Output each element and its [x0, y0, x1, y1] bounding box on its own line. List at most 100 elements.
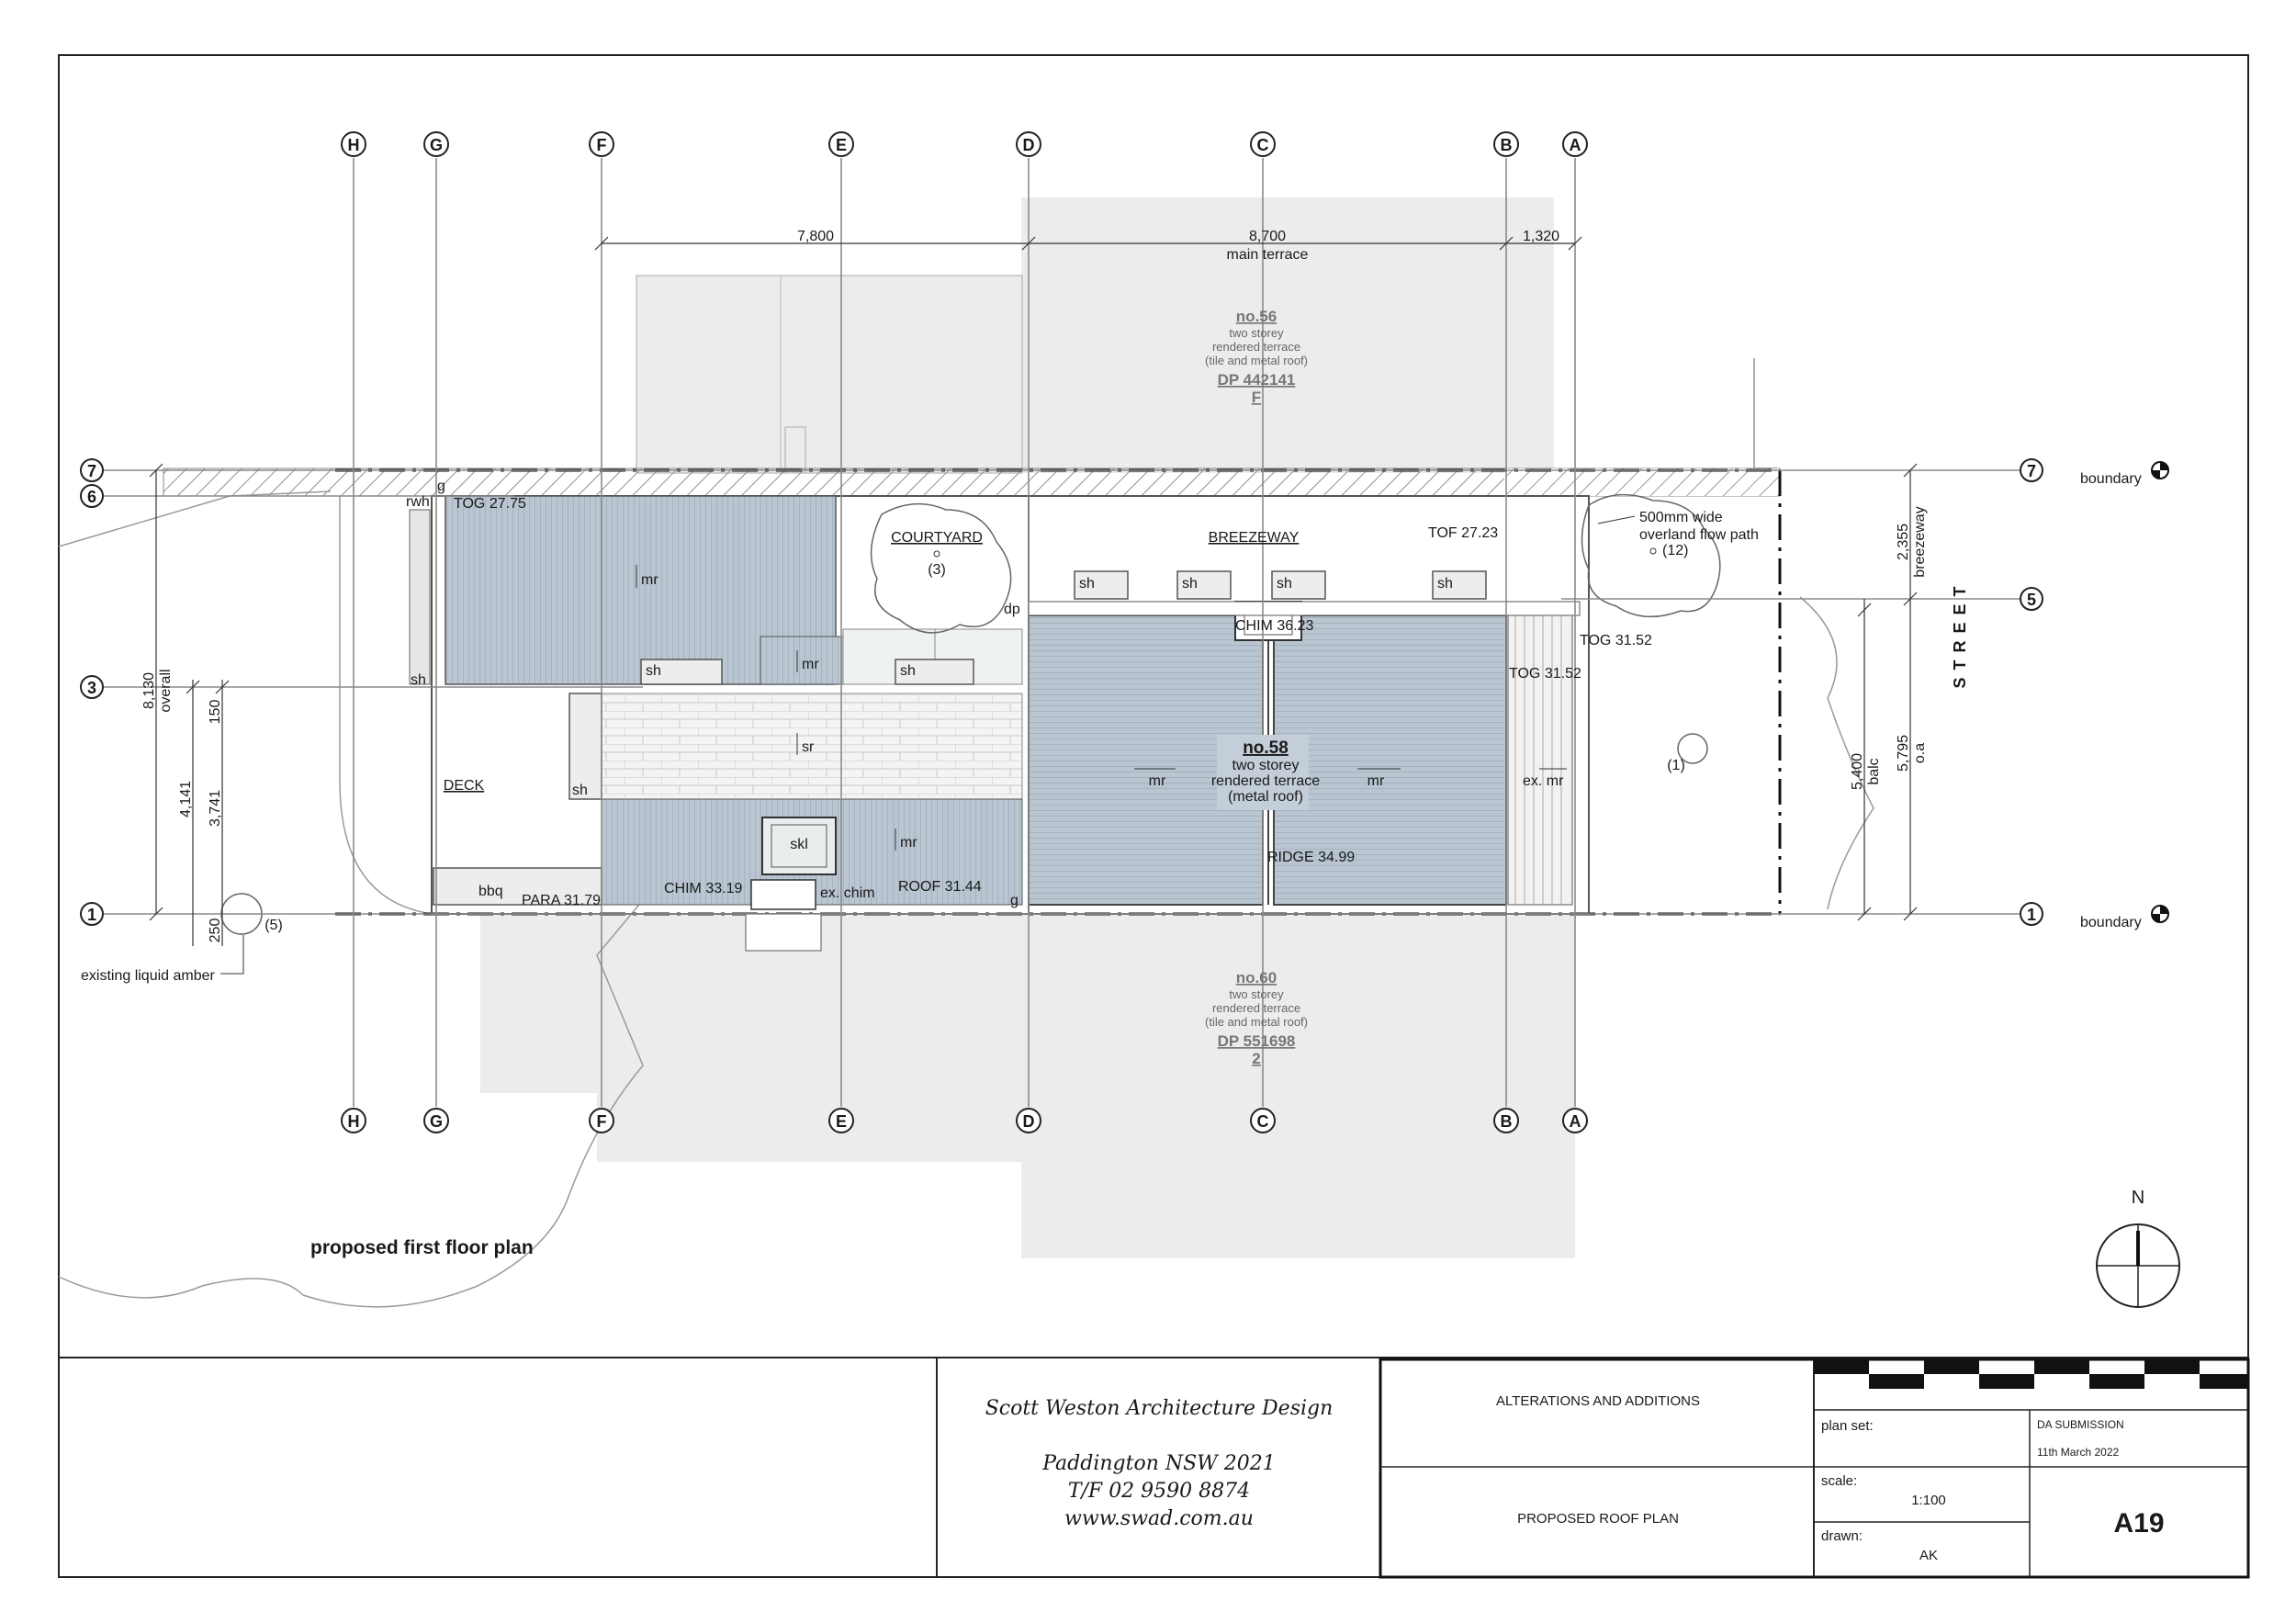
firm-address: Paddington NSW 2021: [1041, 1452, 1276, 1475]
label-street: STREET: [1951, 579, 1969, 688]
tag-sh-2: sh: [646, 663, 661, 679]
rwh-tank: [409, 509, 431, 685]
skylight: [761, 817, 837, 875]
svg-text:C: C: [1257, 1112, 1269, 1131]
grid-bubble-D-bottom: D: [1016, 1108, 1041, 1133]
level-chim-36-23: CHIM 36.23: [1235, 618, 1313, 634]
svg-text:F: F: [597, 136, 607, 154]
dim-right-1: 2,355: [1896, 524, 1911, 560]
balcony-ex-mr: [1507, 613, 1573, 906]
dimension-right: [1857, 463, 1918, 921]
neighbour-north-lot: F: [1252, 389, 1261, 406]
label-breezeway: BREEZEWAY: [1209, 530, 1300, 546]
dim-top-2-note: main terrace: [1227, 247, 1309, 263]
svg-text:H: H: [348, 136, 360, 154]
dim-left-overall-note: overall: [158, 669, 174, 712]
small-roof-block: [760, 636, 844, 685]
svg-text:3: 3: [87, 679, 96, 697]
grid-bubble-H-bottom: H: [341, 1108, 366, 1133]
label-overland-2: overland flow path: [1639, 527, 1759, 543]
dimension-left: [149, 463, 230, 946]
tag-sh-5: sh: [1182, 576, 1198, 592]
neighbour-north-desc-2: rendered terrace: [1212, 340, 1300, 354]
subject-desc-3: (metal roof): [1228, 789, 1303, 805]
tag-g-top: g: [437, 479, 445, 494]
dim-left-3: 150: [208, 700, 223, 725]
boundary-marker-bottom: boundary: [2080, 905, 2169, 930]
dim-top-1: 7,800: [797, 229, 834, 244]
plan-set-value: DA SUBMISSION: [2037, 1418, 2124, 1431]
tag-ex-mr: ex. mr: [1523, 773, 1564, 789]
dim-right-3-note: o.a: [1912, 743, 1928, 763]
neighbour-south-desc-1: two storey: [1229, 987, 1284, 1001]
drawing-number: A19: [2113, 1508, 2164, 1538]
title-block: [59, 1357, 2250, 1579]
label-tree-ref: (5): [264, 918, 283, 933]
level-chim-33-19: CHIM 33.19: [664, 881, 742, 896]
tag-sh-6: sh: [1277, 576, 1292, 592]
grid-bubble-G-bottom: G: [423, 1108, 449, 1133]
boundary-marker-top: boundary: [2080, 461, 2169, 487]
grid-bubble-E-bottom: E: [828, 1108, 854, 1133]
svg-text:E: E: [836, 136, 847, 154]
plan-set-label: plan set:: [1821, 1418, 1874, 1434]
north-label: N: [2132, 1188, 2144, 1208]
neighbour-north-desc-1: two storey: [1229, 326, 1284, 340]
grid-bubble-E-top: E: [828, 131, 854, 157]
neighbour-no60-footprint: [480, 914, 1575, 1258]
sheet-border: [58, 54, 2249, 1578]
label-courtyard-ref: (3): [928, 562, 946, 578]
neighbour-south-desc-3: (tile and metal roof): [1205, 1015, 1308, 1029]
firm-name: Scott Weston Architecture Design: [985, 1397, 1334, 1420]
neighbour-south-lot: 2: [1252, 1050, 1260, 1067]
label-garden-ref: (1): [1667, 758, 1685, 773]
grid-bubble-F-top: F: [589, 131, 614, 157]
dimension-top: [594, 236, 1582, 251]
svg-text:7: 7: [87, 462, 96, 480]
grid-bubble-1-right: 1: [2020, 902, 2043, 926]
svg-text:1: 1: [2027, 906, 2036, 924]
grid-bubble-B-top: B: [1493, 131, 1519, 157]
dim-right-2-note: balc: [1866, 758, 1882, 784]
firm-web: www.swad.com.au: [1064, 1507, 1254, 1530]
svg-text:7: 7: [2027, 462, 2036, 480]
subject-name: no.58: [1243, 738, 1289, 758]
scale-value: 1:100: [1911, 1493, 1946, 1508]
svg-text:boundary: boundary: [2080, 915, 2142, 930]
sunhoods: [433, 570, 1487, 906]
tag-sh-7: sh: [1437, 576, 1453, 592]
project-title: ALTERATIONS AND ADDITIONS: [1496, 1393, 1700, 1409]
tag-sh-8: sh: [572, 783, 588, 798]
grid-bubble-C-bottom: C: [1250, 1108, 1276, 1133]
neighbour-north-desc-3: (tile and metal roof): [1205, 354, 1308, 367]
grid-bubble-D-top: D: [1016, 131, 1041, 157]
neighbour-south-name: no.60: [1236, 969, 1277, 986]
tag-g-bottom: g: [1010, 893, 1019, 908]
grid-bubble-H-top: H: [341, 131, 366, 157]
dim-top-3: 1,320: [1523, 229, 1559, 244]
level-roof-31-44: ROOF 31.44: [898, 879, 982, 895]
grid-bubble-F-bottom: F: [589, 1108, 614, 1133]
label-tree-note: existing liquid amber: [81, 968, 216, 984]
grid-bubble-6-left: 6: [80, 484, 104, 508]
svg-text:D: D: [1023, 1112, 1035, 1131]
dim-left-4: 250: [208, 919, 223, 943]
drawn-label: drawn:: [1821, 1528, 1863, 1544]
svg-text:G: G: [430, 1112, 443, 1131]
level-tog-31-52-a: TOG 31.52: [1580, 633, 1652, 648]
tag-mr-rear: mr: [641, 572, 658, 588]
subject-desc-1: two storey: [1232, 758, 1300, 773]
tag-dp: dp: [1004, 602, 1020, 617]
tag-skl: skl: [790, 837, 808, 852]
tag-sh-1: sh: [411, 672, 426, 688]
level-tof-27-23: TOF 27.23: [1428, 525, 1498, 541]
neighbour-south-desc-2: rendered terrace: [1212, 1001, 1300, 1015]
sheet-title: PROPOSED ROOF PLAN: [1517, 1511, 1679, 1527]
svg-text:E: E: [836, 1112, 847, 1131]
svg-text:C: C: [1257, 136, 1269, 154]
svg-text:boundary: boundary: [2080, 471, 2142, 487]
dim-right-1-note: breezeway: [1912, 506, 1928, 577]
tag-sh-3: sh: [900, 663, 916, 679]
label-overland-3: (12): [1662, 543, 1688, 558]
grid-bubble-A-bottom: A: [1562, 1108, 1588, 1133]
